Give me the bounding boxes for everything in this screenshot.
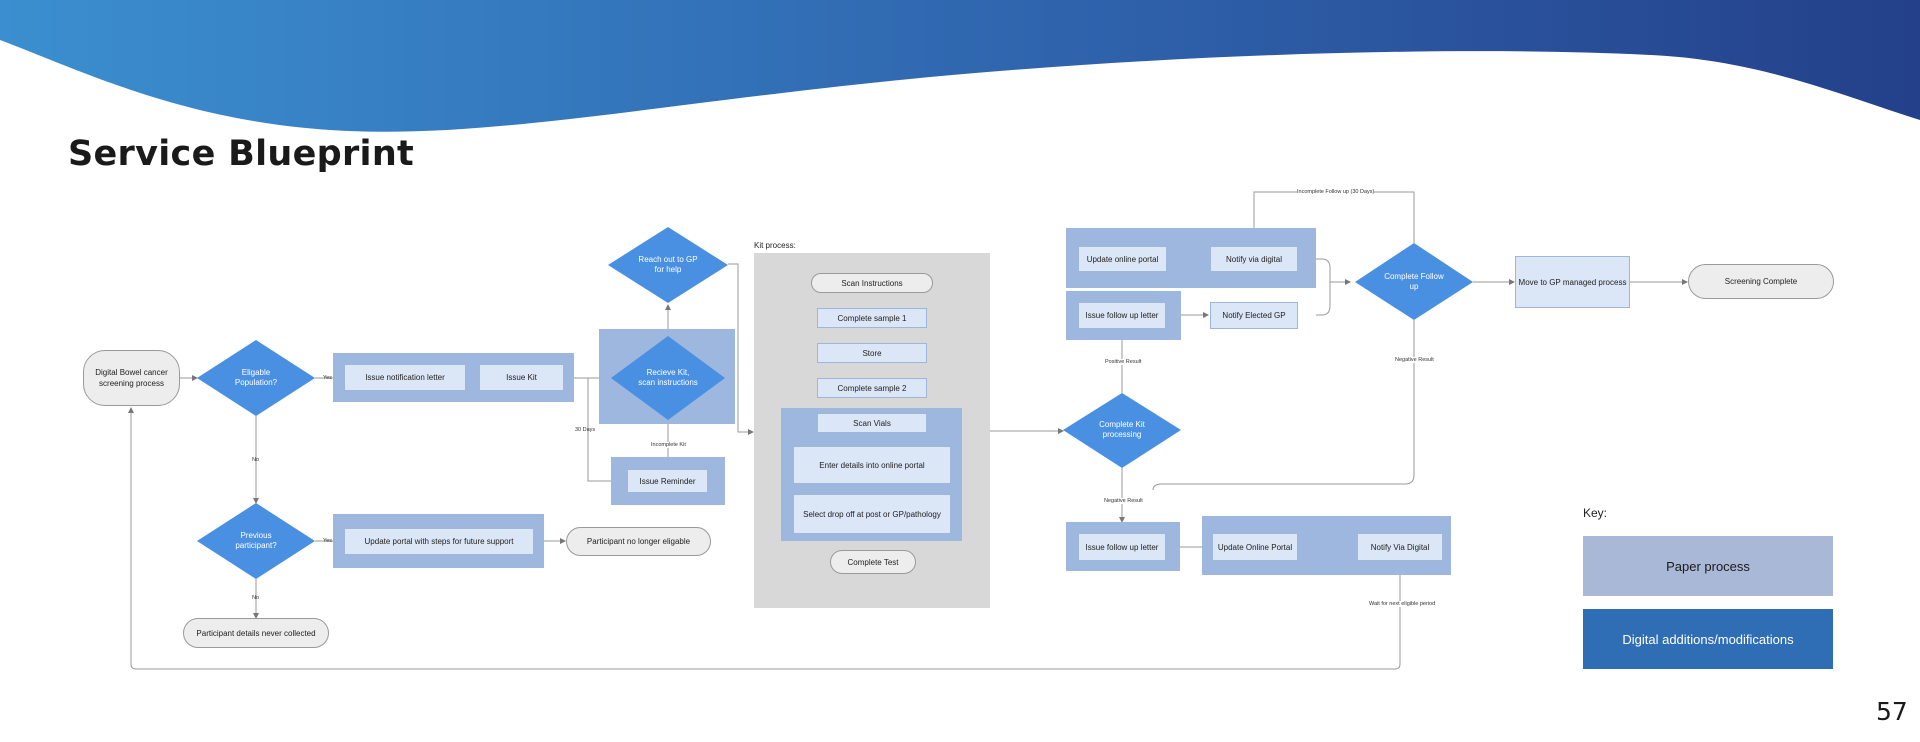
edge-label-yes-1: Yes xyxy=(323,375,332,381)
update-online-portal-bottom-box: Update Online Portal xyxy=(1212,533,1298,561)
kit-step-sample-2: Complete sample 2 xyxy=(817,378,927,398)
edge-label-incomplete-kit: Incomplete Kit xyxy=(651,442,686,448)
edge-label-yes-2: Yes xyxy=(323,538,332,544)
kit-step-store: Store xyxy=(817,343,927,363)
kit-step-enter-details: Enter details into online portal xyxy=(793,446,951,484)
diamond-complete-kit xyxy=(1063,393,1181,468)
kit-step-scan-vials: Scan Vials xyxy=(817,413,927,433)
receive-kit-label: Recieve Kit, scan instructions xyxy=(638,368,698,387)
screening-complete-pill: Screening Complete xyxy=(1688,264,1834,299)
notify-via-digital-top-box: Notify via digital xyxy=(1210,246,1298,272)
issue-follow-up-top-box: Issue follow up letter xyxy=(1078,302,1166,329)
participant-no-longer-pill: Participant no longer eligable xyxy=(566,527,711,556)
edge-label-30-days: 30 Days xyxy=(575,427,596,433)
diamond-previous xyxy=(197,503,315,579)
issue-reminder-box: Issue Reminder xyxy=(627,469,708,493)
update-online-portal-top-box: Update online portal xyxy=(1078,246,1167,272)
notify-elected-gp-box: Notify Elected GP xyxy=(1210,302,1298,329)
complete-kit-label: Complete Kit processing xyxy=(1099,420,1145,439)
previous-label: Previous participant? xyxy=(235,531,277,550)
issue-follow-up-bottom-box: Issue follow up letter xyxy=(1078,533,1166,561)
key-paper-process: Paper process xyxy=(1583,536,1833,596)
start-pill: Digital Bowel cancer screening process xyxy=(83,350,180,406)
page-number: 57 xyxy=(1876,697,1908,726)
edge-label-negative-right: Negative Result xyxy=(1395,357,1434,363)
notify-via-digital-bottom-box: Notify Via Digital xyxy=(1357,533,1443,561)
issue-notification-box: Issue notification letter xyxy=(344,364,466,391)
key-digital-additions: Digital additions/modifications xyxy=(1583,609,1833,669)
edge-label-positive: Positive Result xyxy=(1105,359,1142,365)
kit-process-label: Kit process: xyxy=(754,241,796,250)
diamond-complete-follow xyxy=(1355,243,1473,320)
eligible-label: Eligable Population? xyxy=(234,368,278,387)
update-portal-steps-box: Update portal with steps for future supp… xyxy=(344,528,534,555)
edge-label-negative-bottom: Negative Result xyxy=(1104,498,1143,504)
issue-kit-box: Issue Kit xyxy=(479,364,564,391)
kit-step-scan-instructions: Scan Instructions xyxy=(811,273,933,293)
page-title: Service Blueprint xyxy=(68,134,415,174)
edge-label-no-1: No xyxy=(252,457,260,463)
kit-step-select-drop-off: Select drop off at post or GP/pathology xyxy=(793,494,951,534)
kit-step-sample-1: Complete sample 1 xyxy=(817,308,927,328)
move-to-gp-box: Move to GP managed process xyxy=(1515,256,1630,308)
complete-follow-label: Complete Follow up xyxy=(1384,272,1444,291)
edge-label-incomplete-follow: Incomplete Follow up (30 Days) xyxy=(1297,189,1375,195)
key-title: Key: xyxy=(1583,506,1608,520)
participant-never-pill: Participant details never collected xyxy=(183,618,329,648)
diamond-receive-kit xyxy=(611,336,725,420)
reach-out-label: Reach out to GP for help xyxy=(638,255,698,274)
edge-label-wait: Wait for next eligible period xyxy=(1369,601,1436,607)
diamond-reach-out xyxy=(608,227,728,303)
edge-label-no-2: No xyxy=(252,595,260,601)
header-wave xyxy=(0,0,1920,132)
kit-step-complete-test: Complete Test xyxy=(830,550,916,574)
diamond-eligible xyxy=(197,340,315,416)
